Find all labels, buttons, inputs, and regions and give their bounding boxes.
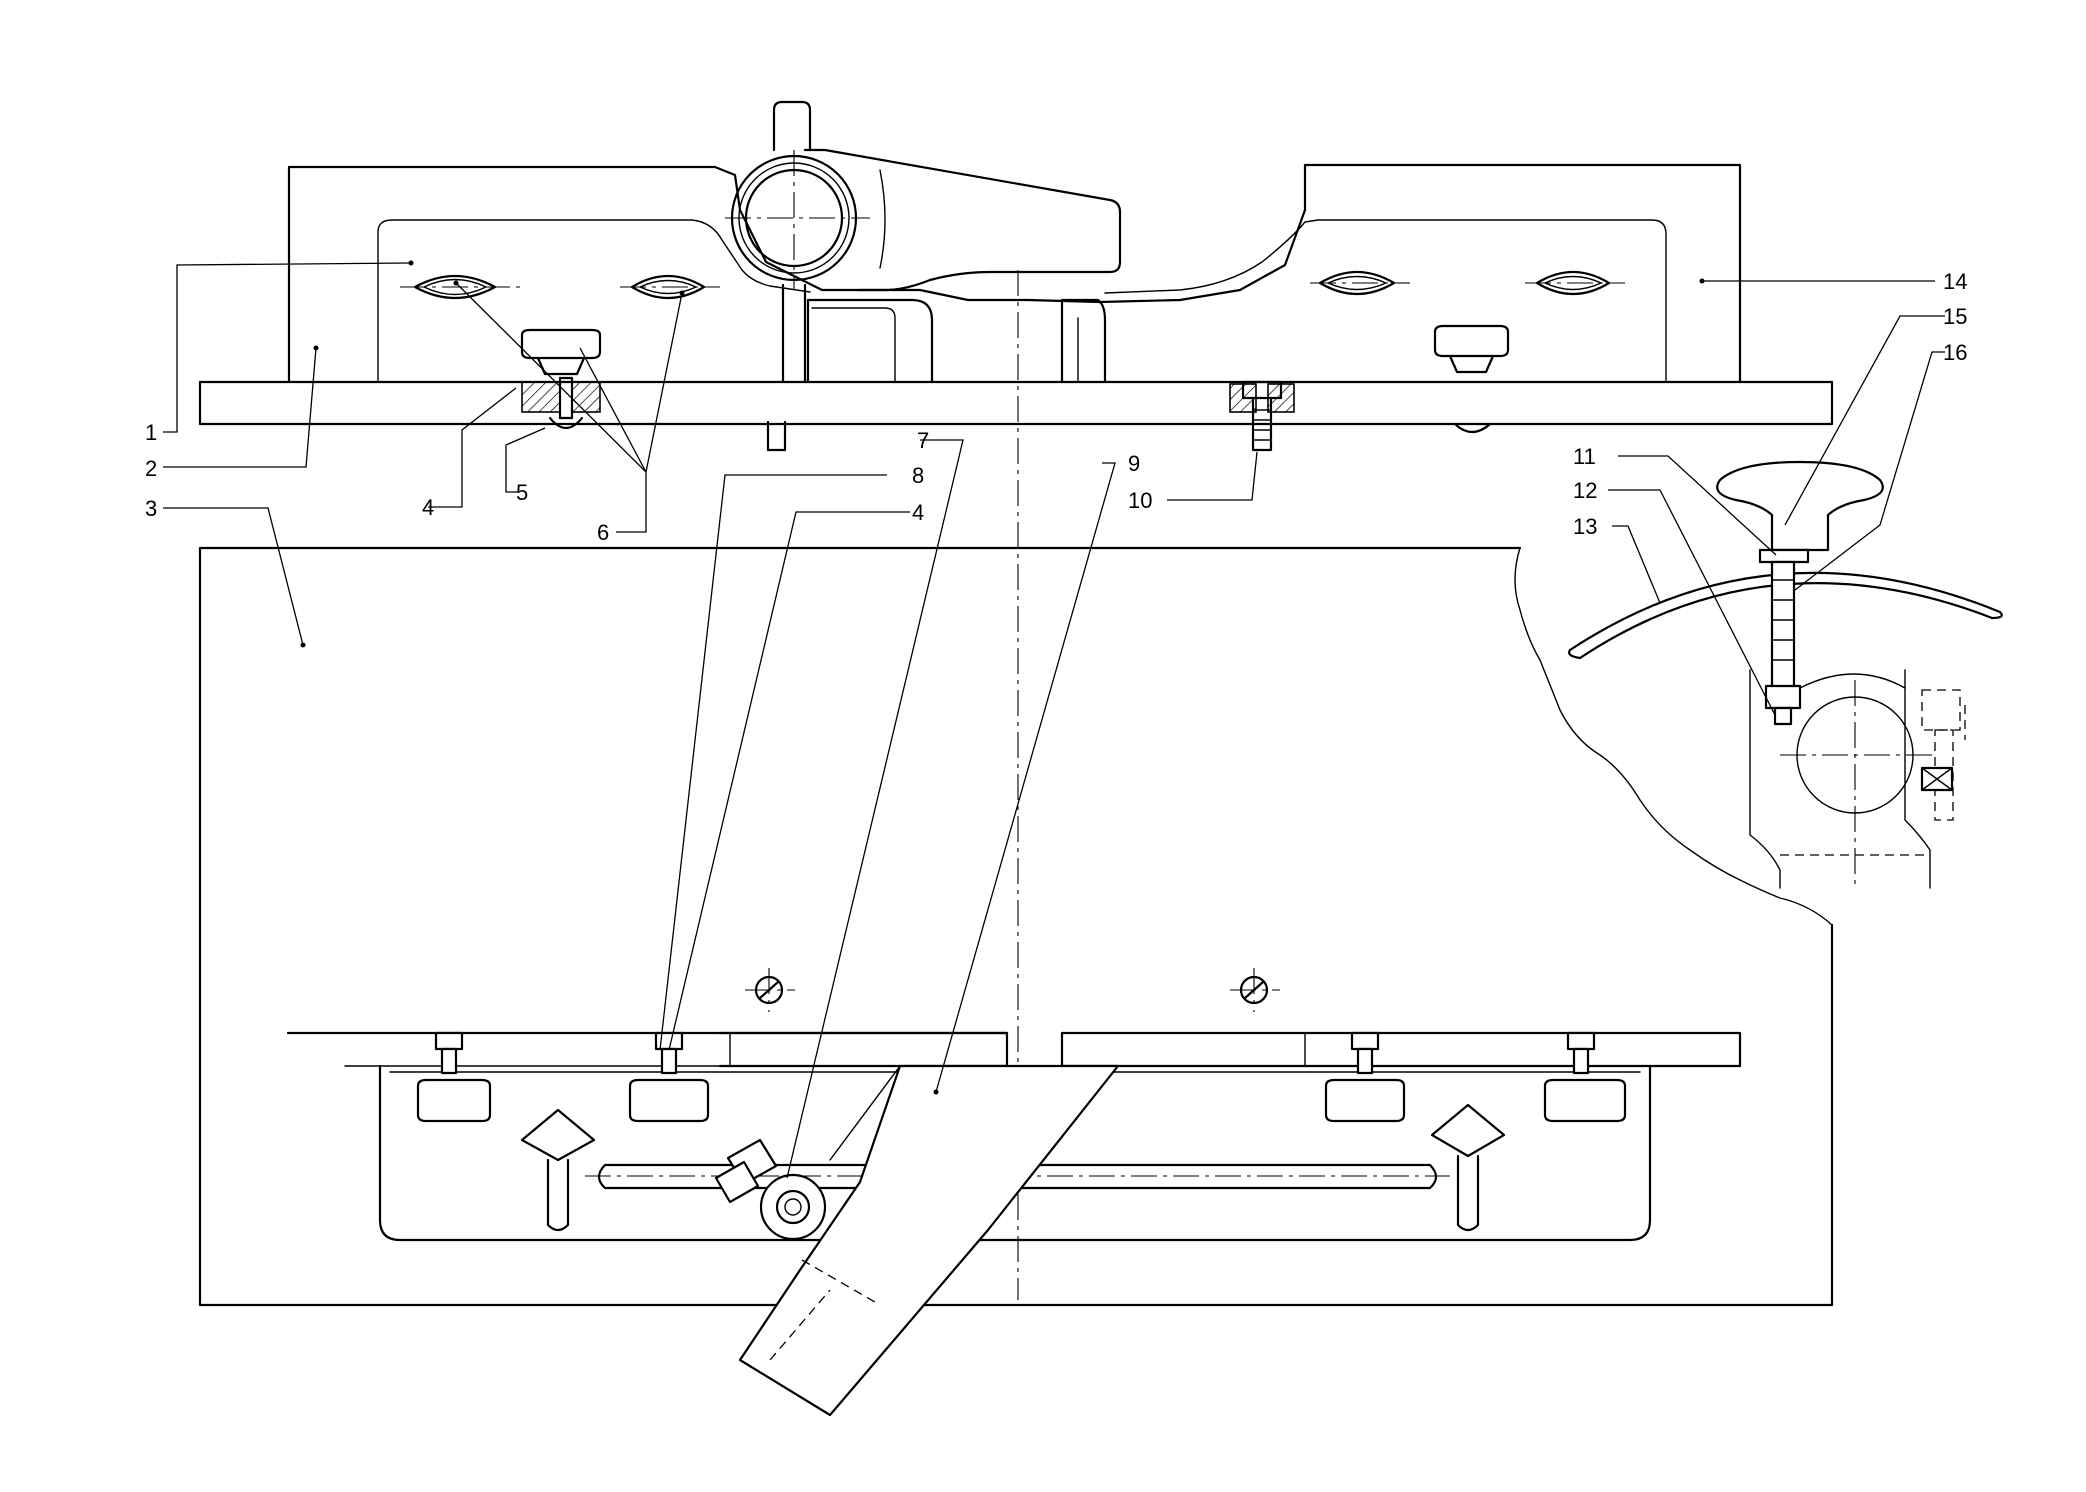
knob-right xyxy=(1433,324,1510,434)
detail-view xyxy=(1568,460,2003,889)
callout-8: 8 xyxy=(912,463,924,488)
callout-4-lower: 4 xyxy=(912,500,924,525)
fence-top-view xyxy=(198,100,1834,452)
wing-clamp-left xyxy=(520,1108,596,1232)
knob-left xyxy=(520,328,602,430)
callout-3: 3 xyxy=(145,496,157,521)
screw-10 xyxy=(1229,380,1295,452)
callout-11: 11 xyxy=(1573,444,1596,469)
callout-4-top: 4 xyxy=(422,495,434,520)
adjust-foot-4 xyxy=(1543,1031,1627,1123)
callout-10: 10 xyxy=(1128,488,1152,513)
adjust-foot-2 xyxy=(628,1031,710,1123)
adjust-foot-1 xyxy=(416,1031,492,1123)
wing-clamp-right xyxy=(1430,1103,1506,1232)
cross-screw-left xyxy=(745,968,795,1012)
adjust-foot-3 xyxy=(1324,1031,1406,1123)
callout-numbers: 1 2 3 4 5 6 7 8 4 9 10 11 12 13 14 15 16 xyxy=(145,269,1967,545)
callout-13: 13 xyxy=(1573,514,1597,539)
callout-5: 5 xyxy=(516,480,528,505)
callout-16: 16 xyxy=(1943,340,1967,365)
callout-2: 2 xyxy=(145,456,157,481)
cross-screw-right xyxy=(1230,968,1280,1012)
callout-15: 15 xyxy=(1943,304,1967,329)
callout-9: 9 xyxy=(1128,451,1140,476)
callout-7: 7 xyxy=(917,428,929,453)
callout-6: 6 xyxy=(597,520,609,545)
leader-lines xyxy=(163,262,1945,1179)
callout-12: 12 xyxy=(1573,478,1597,503)
table-main-view xyxy=(198,546,1834,1417)
extraction-arm xyxy=(714,1064,1120,1417)
callout-1: 1 xyxy=(145,420,157,445)
callout-14: 14 xyxy=(1943,269,1967,294)
